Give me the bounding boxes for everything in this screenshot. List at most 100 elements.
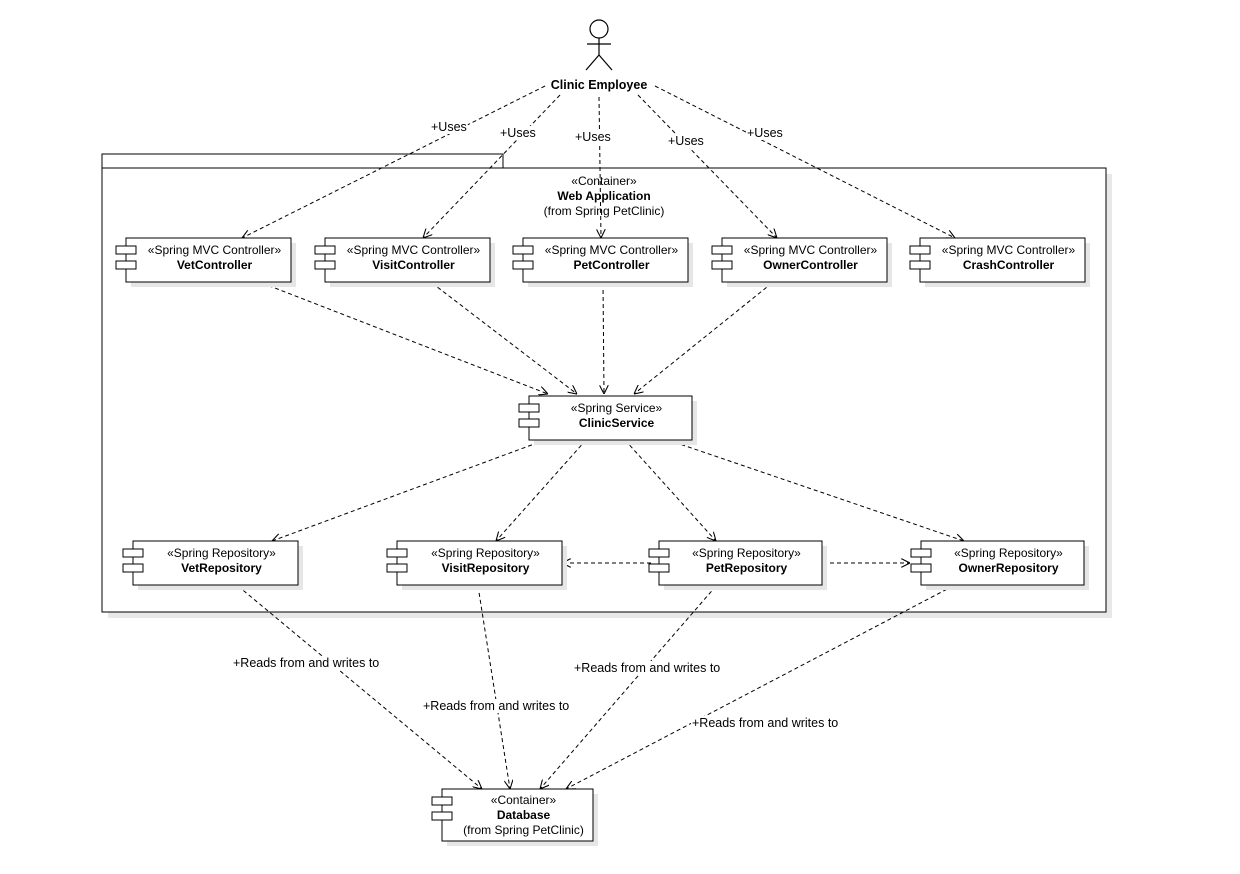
component-port-icon <box>431 811 453 821</box>
component-clinic-service[interactable]: «Spring Service»ClinicService <box>518 395 697 445</box>
container-stereotype: «Container» <box>571 174 637 188</box>
edge-label: +Uses <box>575 130 611 144</box>
component-port-icon <box>909 260 931 270</box>
edge-label-bg <box>691 716 840 730</box>
component-visit-repository[interactable]: «Spring Repository»VisitRepository <box>386 540 567 590</box>
component-stereotype: «Spring MVC Controller» <box>545 243 679 257</box>
dependency-edge[interactable] <box>496 439 587 541</box>
component-name: ClinicService <box>579 416 655 430</box>
component-body <box>721 237 888 283</box>
component-body <box>920 540 1085 586</box>
uses-edge[interactable] <box>637 94 777 238</box>
edge-label-bg <box>667 134 705 148</box>
component-body <box>528 395 693 441</box>
components-layer: «Spring MVC Controller»VetController«Spr… <box>115 237 1090 846</box>
component-port-icon <box>386 563 408 573</box>
dependency-edge[interactable] <box>603 282 604 394</box>
component-name: CrashController <box>963 258 1055 272</box>
component-port-icon <box>512 245 534 255</box>
component-body <box>919 237 1086 283</box>
component-body <box>658 540 823 586</box>
component-port-icon <box>910 548 932 558</box>
component-pet-controller[interactable]: «Spring MVC Controller»PetController <box>512 237 693 287</box>
component-port-icon <box>909 245 931 255</box>
edge-label: +Uses <box>668 134 704 148</box>
dependency-edge[interactable] <box>431 282 577 394</box>
component-stereotype: «Spring MVC Controller» <box>347 243 481 257</box>
actor-left-leg <box>585 54 600 71</box>
component-name: Database <box>497 808 551 822</box>
edge-label: +Uses <box>747 126 783 140</box>
component-owner-controller[interactable]: «Spring MVC Controller»OwnerController <box>711 237 892 287</box>
edge-label-bg <box>746 126 784 140</box>
component-port-icon <box>314 260 336 270</box>
component-owner-repository[interactable]: «Spring Repository»OwnerRepository <box>910 540 1089 590</box>
component-crash-controller[interactable]: «Spring MVC Controller»CrashController <box>909 237 1090 287</box>
component-body <box>324 237 491 283</box>
component-port-icon <box>115 245 137 255</box>
component-port-icon <box>386 548 408 558</box>
component-origin: (from Spring PetClinic) <box>463 823 584 837</box>
component-port-icon <box>122 563 144 573</box>
component-body <box>396 540 563 586</box>
component-port-icon <box>518 403 540 413</box>
dependency-edge[interactable] <box>624 439 716 541</box>
component-vet-controller[interactable]: «Spring MVC Controller»VetController <box>115 237 296 287</box>
edge-label: +Reads from and writes to <box>574 661 720 675</box>
dependency-edge[interactable] <box>667 439 964 541</box>
component-port-icon <box>115 260 137 270</box>
edge-label-bg <box>422 699 571 713</box>
component-pet-repository[interactable]: «Spring Repository»PetRepository <box>648 540 827 590</box>
component-visit-controller[interactable]: «Spring MVC Controller»VisitController <box>314 237 495 287</box>
edge-label: +Reads from and writes to <box>233 656 379 670</box>
component-name: PetRepository <box>706 561 788 575</box>
reads-writes-edge[interactable] <box>540 585 717 789</box>
component-name: VisitController <box>372 258 455 272</box>
component-port-icon <box>648 548 670 558</box>
component-stereotype: «Container» <box>491 793 557 807</box>
uses-edge[interactable] <box>242 85 546 238</box>
container-name: Web Application <box>557 189 650 203</box>
component-port-icon <box>910 563 932 573</box>
actor-clinic-employee[interactable]: Clinic Employee <box>551 19 648 92</box>
edge-label-bg <box>232 656 381 670</box>
dependency-edge[interactable] <box>261 282 548 394</box>
component-name: VetRepository <box>181 561 262 575</box>
edge-label: +Uses <box>431 120 467 134</box>
component-name: VisitRepository <box>442 561 530 575</box>
edge-label-bg <box>430 120 468 134</box>
component-database[interactable]: «Container»Database(from Spring PetClini… <box>431 788 598 846</box>
uses-edge[interactable] <box>599 96 601 238</box>
component-name: OwnerController <box>763 258 858 272</box>
reads-writes-edge[interactable] <box>477 585 510 789</box>
edge-label: +Reads from and writes to <box>692 716 838 730</box>
component-stereotype: «Spring Repository» <box>692 546 801 560</box>
component-port-icon <box>518 418 540 428</box>
uses-edge[interactable] <box>654 85 955 238</box>
component-stereotype: «Spring Service» <box>571 401 663 415</box>
component-stereotype: «Spring Repository» <box>431 546 540 560</box>
actor-right-leg <box>598 54 613 71</box>
edge-labels-layer: +Uses +Uses +Uses +Uses +Uses +Reads from and… <box>232 120 840 730</box>
component-stereotype: «Spring MVC Controller» <box>942 243 1076 257</box>
edge-label: +Uses <box>500 126 536 140</box>
component-stereotype: «Spring Repository» <box>167 546 276 560</box>
component-vet-repository[interactable]: «Spring Repository»VetRepository <box>122 540 303 590</box>
component-port-icon <box>512 260 534 270</box>
container-tab <box>101 153 504 170</box>
actor-head <box>589 19 609 39</box>
edges-layer <box>237 85 964 789</box>
edge-label-bg <box>573 661 722 675</box>
dependency-edge[interactable] <box>634 282 773 394</box>
component-name: OwnerRepository <box>958 561 1058 575</box>
reads-writes-edge[interactable] <box>566 585 954 789</box>
uses-edge[interactable] <box>423 94 561 238</box>
reads-writes-edge[interactable] <box>237 585 482 789</box>
component-body <box>125 237 292 283</box>
edge-label-bg <box>499 126 537 140</box>
component-stereotype: «Spring Repository» <box>954 546 1063 560</box>
edge-label-bg <box>574 130 612 144</box>
edge-label: +Reads from and writes to <box>423 699 569 713</box>
component-name: VetController <box>177 258 253 272</box>
